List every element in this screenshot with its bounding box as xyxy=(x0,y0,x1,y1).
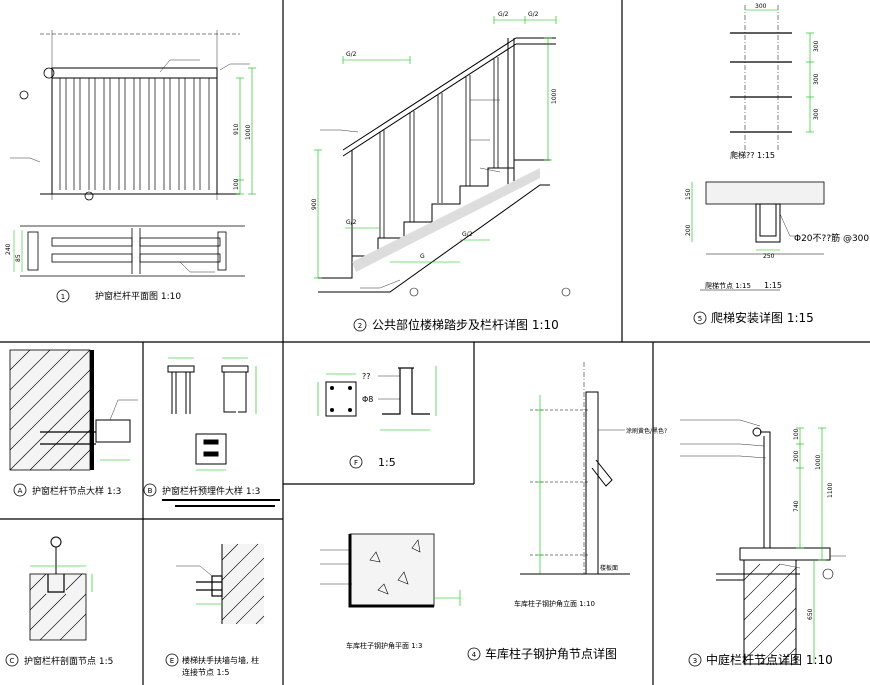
dim-85: 85 xyxy=(15,254,22,262)
panel-e-title2: 连接节点 1:5 xyxy=(182,667,229,677)
panel-2-stair-detail: G/2 G/2 G/2 1000 900 G/2 G G/2 2 公共部位楼梯踏… xyxy=(311,11,571,332)
dim-300-b: 300 xyxy=(813,40,820,52)
panel-5-number: 5 xyxy=(698,315,702,323)
dim-650: 650 xyxy=(807,608,814,620)
dim-300-a: 300 xyxy=(755,3,767,10)
dim-1000-stair: 1000 xyxy=(551,89,558,104)
panel-3-atrium-railing: 100 200 1000 740 1100 650 3 中庭栏杆节点详图 1:1… xyxy=(680,419,846,667)
dim-300-d: 300 xyxy=(813,108,820,120)
panel-b-embed: B 护窗栏杆预埋件大样 1:3 xyxy=(143,357,280,507)
panel-4-title: 车库柱子钢护角节点详图 xyxy=(485,646,617,661)
panel-2-number: 2 xyxy=(358,322,362,330)
panel-3-number: 3 xyxy=(693,657,697,665)
panel-4-floor: 楼板面 xyxy=(600,564,618,572)
dim-g2-c: G/2 xyxy=(528,11,539,18)
panel-5-sub1: 爬梯?? 1:15 xyxy=(730,150,775,160)
panel-e-wall-joint: E 楼梯扶手扶墙与墙, 柱 连接节点 1:5 xyxy=(165,543,265,677)
panel-4-column-corner: 涂刷黄色/黑色? 楼板面 车库柱子钢护角立面 1:10 4 车库柱子钢护角节点详… xyxy=(320,362,667,661)
dim-100: 100 xyxy=(233,178,240,190)
dim-240: 240 xyxy=(5,243,12,255)
dim-g2-d: G/2 xyxy=(346,219,357,226)
dim-250: 250 xyxy=(763,253,775,260)
panel-c-number: C xyxy=(10,657,15,665)
dim-g: G xyxy=(420,253,425,260)
panel-1-number: 1 xyxy=(61,293,65,301)
panel-5-note: Φ20不??筋 @300 xyxy=(794,232,869,244)
panel-4-number: 4 xyxy=(472,651,477,659)
panel-f-label2: Φ8 xyxy=(362,395,373,404)
panel-e-title: 楼梯扶手扶墙与墙, 柱 xyxy=(182,655,259,665)
panel-c-section: C 护窗栏杆剖面节点 1:5 xyxy=(5,536,113,667)
dim-740: 740 xyxy=(793,500,800,512)
panel-2-title: 公共部位楼梯踏步及栏杆详图 1:10 xyxy=(372,317,559,332)
panel-b-number: B xyxy=(148,487,153,495)
dim-150: 150 xyxy=(685,188,692,200)
dim-100-rail: 100 xyxy=(793,428,800,440)
dim-900: 900 xyxy=(311,198,318,210)
panel-4-sub2: 车库柱子钢护角平面 1:3 xyxy=(346,641,423,650)
panel-1-window-guard: 910 1000 100 240 85 xyxy=(5,30,256,303)
dim-200-rail: 200 xyxy=(793,450,800,462)
panel-f-title: 1:5 xyxy=(378,456,396,469)
panel-4-sub1: 车库柱子钢护角立面 1:10 xyxy=(514,599,595,608)
dim-g2-b: G/2 xyxy=(498,11,509,18)
dim-200: 200 xyxy=(685,224,692,236)
panel-5-scale: 1:15 xyxy=(764,281,782,290)
dim-1000: 1000 xyxy=(245,125,252,140)
panel-4-note1: 涂刷黄色/黑色? xyxy=(626,427,667,435)
panel-1-title: 护窗栏杆平面图 1:10 xyxy=(95,290,181,302)
panel-e-number: E xyxy=(170,657,174,665)
panel-b-title: 护窗栏杆预埋件大样 1:3 xyxy=(162,485,260,497)
panel-a-node: A 护窗栏杆节点大样 1:3 xyxy=(9,349,138,497)
panel-5-sub2: 爬梯节点 1:15 xyxy=(705,281,751,290)
panel-c-title: 护窗栏杆剖面节点 1:5 xyxy=(24,655,113,667)
panel-5-title: 爬梯安装详图 1:15 xyxy=(711,310,814,325)
panel-5-ladder: 300 300 300 300 爬梯?? 1:15 150 200 250 Φ2… xyxy=(685,3,869,325)
dim-300-c: 300 xyxy=(813,73,820,85)
panel-f-label1: ?? xyxy=(362,372,371,381)
panel-a-title: 护窗栏杆节点大样 1:3 xyxy=(32,485,121,497)
dim-g2-e: G/2 xyxy=(462,231,473,238)
dim-1100: 1100 xyxy=(827,483,834,498)
panel-f-plate: ?? Φ8 F 1:5 xyxy=(317,366,437,469)
panel-a-number: A xyxy=(18,487,23,495)
panel-f-number: F xyxy=(354,459,358,467)
dim-1000-rail: 1000 xyxy=(815,455,822,470)
dim-g2-a: G/2 xyxy=(346,51,357,58)
dim-910: 910 xyxy=(233,123,240,135)
panel-3-title: 中庭栏杆节点详图 1:10 xyxy=(706,652,833,667)
